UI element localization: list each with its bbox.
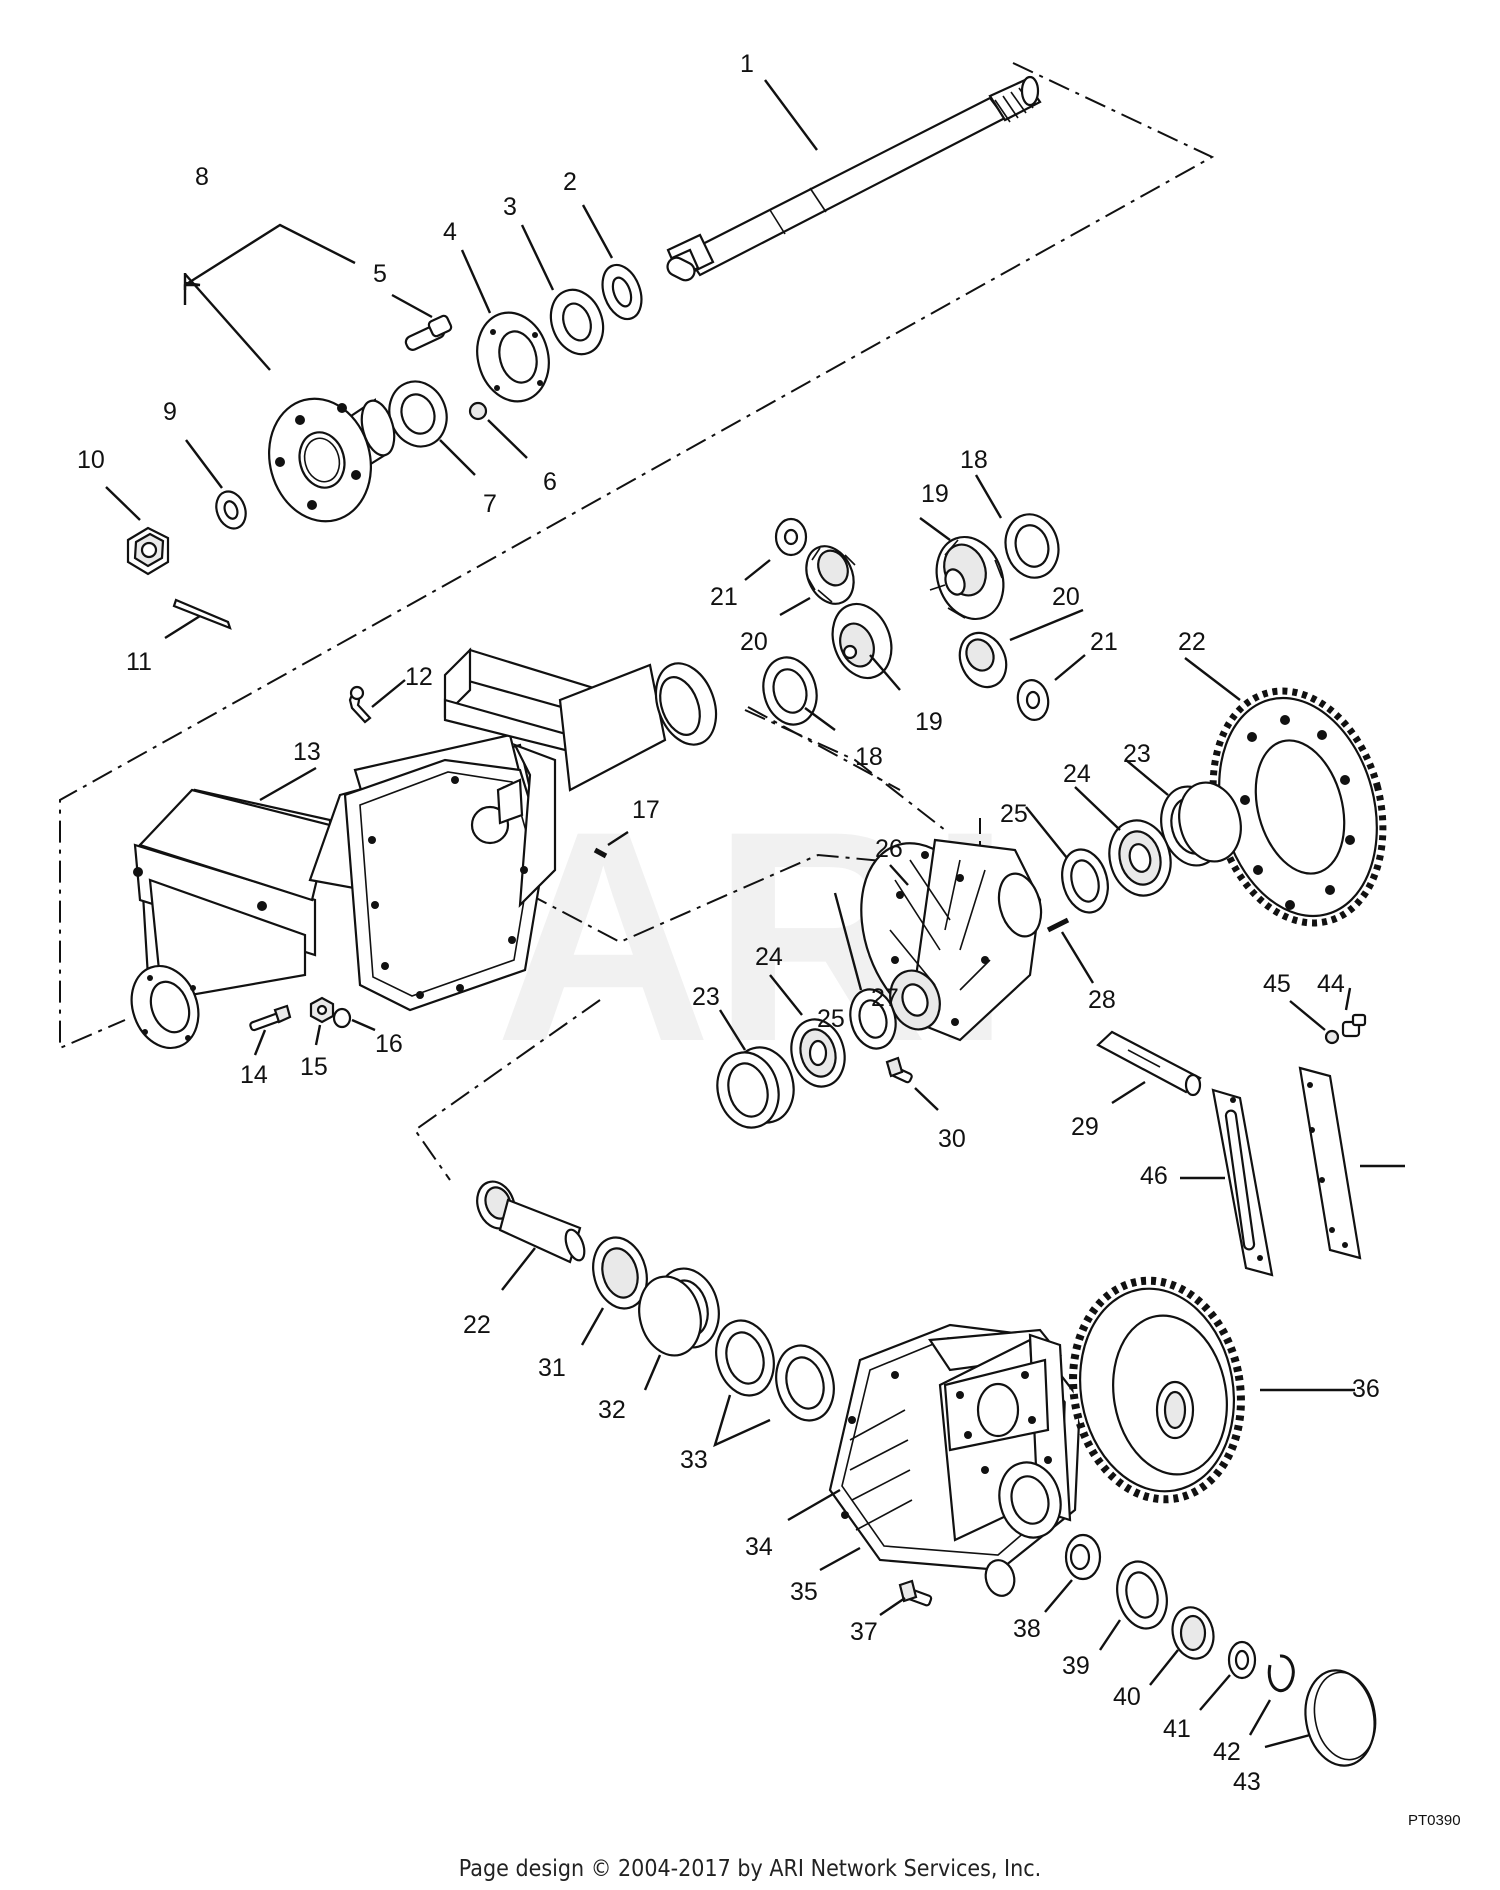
leader-lines: [105, 79, 1405, 1749]
copyright-footer: Page design © 2004-2017 by ARI Network S…: [458, 1856, 1042, 1882]
callout: 30: [938, 1125, 966, 1153]
callout: 21: [1090, 628, 1118, 656]
callout: 20: [1052, 583, 1080, 611]
pinion-gear: [805, 545, 856, 605]
callout: 42: [1213, 1738, 1241, 1766]
end-cap: [1304, 1669, 1376, 1767]
callout: 25: [817, 1005, 845, 1033]
pinion-gear: [958, 631, 1008, 689]
bearing-cup: [1116, 1560, 1168, 1630]
callout: 44: [1317, 970, 1345, 998]
callout: 1: [740, 50, 754, 78]
callout: 23: [1123, 740, 1151, 768]
callout: 33: [680, 1446, 708, 1474]
bolt: [885, 1056, 913, 1084]
snap-ring: [1267, 1654, 1295, 1693]
callout: 23: [692, 983, 720, 1011]
callout: 39: [1062, 1652, 1090, 1680]
callout: 24: [755, 943, 783, 971]
callout: 17: [632, 796, 660, 824]
callout: 34: [745, 1533, 773, 1561]
callout: 14: [240, 1061, 268, 1089]
nut: [468, 401, 488, 421]
callout: 22: [463, 1311, 491, 1339]
callout: 15: [300, 1053, 328, 1081]
callout: 31: [538, 1354, 566, 1382]
cone-bearing: [790, 1018, 846, 1088]
drawing-code: PT0390: [1408, 1812, 1461, 1829]
ring-gear: [1209, 687, 1387, 927]
axle-shaft: [666, 75, 1042, 282]
callout: 12: [405, 663, 433, 691]
callout: 13: [293, 738, 321, 766]
callout: 18: [855, 743, 883, 771]
cone-bearing: [592, 1236, 648, 1310]
callout: 7: [483, 490, 497, 518]
callout: 20: [740, 628, 768, 656]
callout: 36: [1352, 1375, 1380, 1403]
callout: 35: [790, 1578, 818, 1606]
wheel-hub: [268, 397, 396, 523]
callout: 37: [850, 1618, 878, 1646]
bolt: [1341, 1013, 1367, 1038]
callout: 22: [1178, 628, 1206, 656]
cotter-pin: [172, 598, 232, 630]
bearing-cup: [638, 1267, 720, 1357]
roll-pin: [593, 847, 608, 859]
callout: 9: [163, 398, 177, 426]
callout: 18: [960, 446, 988, 474]
callout: 6: [543, 468, 557, 496]
spur-gear: [1069, 1276, 1245, 1504]
roll-pin: [1046, 917, 1070, 933]
callout: 29: [1071, 1113, 1099, 1141]
callout: 43: [1233, 1768, 1261, 1796]
needle-bearing: [1064, 1533, 1102, 1581]
cover-plate: [1298, 1066, 1362, 1260]
callout: 41: [1163, 1715, 1191, 1743]
bearing-cup: [1160, 781, 1242, 867]
callout: 16: [375, 1030, 403, 1058]
callout: 8: [195, 163, 209, 191]
callout: 24: [1063, 760, 1091, 788]
bolt: [249, 1004, 292, 1032]
castle-nut: [126, 526, 170, 576]
side-gear: [831, 602, 893, 680]
callout: 28: [1088, 986, 1116, 1014]
lock-washer: [1324, 1029, 1340, 1045]
callout: 21: [710, 583, 738, 611]
bearing-cup: [716, 1046, 795, 1129]
callout: 26: [875, 835, 903, 863]
callout: 4: [443, 218, 457, 246]
callouts: 1 2 3 4 5 6 7 8 9 10 11 12 13 14 15 16 1…: [77, 50, 1380, 1796]
cone-bearing: [1171, 1606, 1215, 1660]
callout: 25: [1000, 800, 1028, 828]
callout: 19: [921, 480, 949, 508]
cross-shaft: [1096, 1030, 1202, 1097]
callout: 32: [598, 1396, 626, 1424]
side-gear: [929, 535, 1005, 621]
callout: 45: [1263, 970, 1291, 998]
cone-bearing: [1108, 819, 1172, 897]
lock-washer: [332, 1007, 352, 1029]
callout: 46: [1140, 1162, 1168, 1190]
gear-housing: [828, 1323, 1082, 1597]
callout: 2: [563, 168, 577, 196]
callout: 40: [1113, 1683, 1141, 1711]
callout: 38: [1013, 1615, 1041, 1643]
callout: 5: [373, 260, 387, 288]
callout: 19: [915, 708, 943, 736]
gasket: [1211, 1088, 1274, 1277]
callout: 27: [871, 984, 899, 1012]
stud-bolt: [404, 314, 453, 351]
callout: 11: [126, 648, 152, 676]
callout: 3: [503, 193, 517, 221]
axle-housing: [130, 647, 718, 1050]
differential-case: [860, 838, 1043, 1042]
callout: 10: [77, 446, 105, 474]
bolt: [898, 1579, 933, 1607]
pinion-shaft: [476, 1180, 586, 1264]
